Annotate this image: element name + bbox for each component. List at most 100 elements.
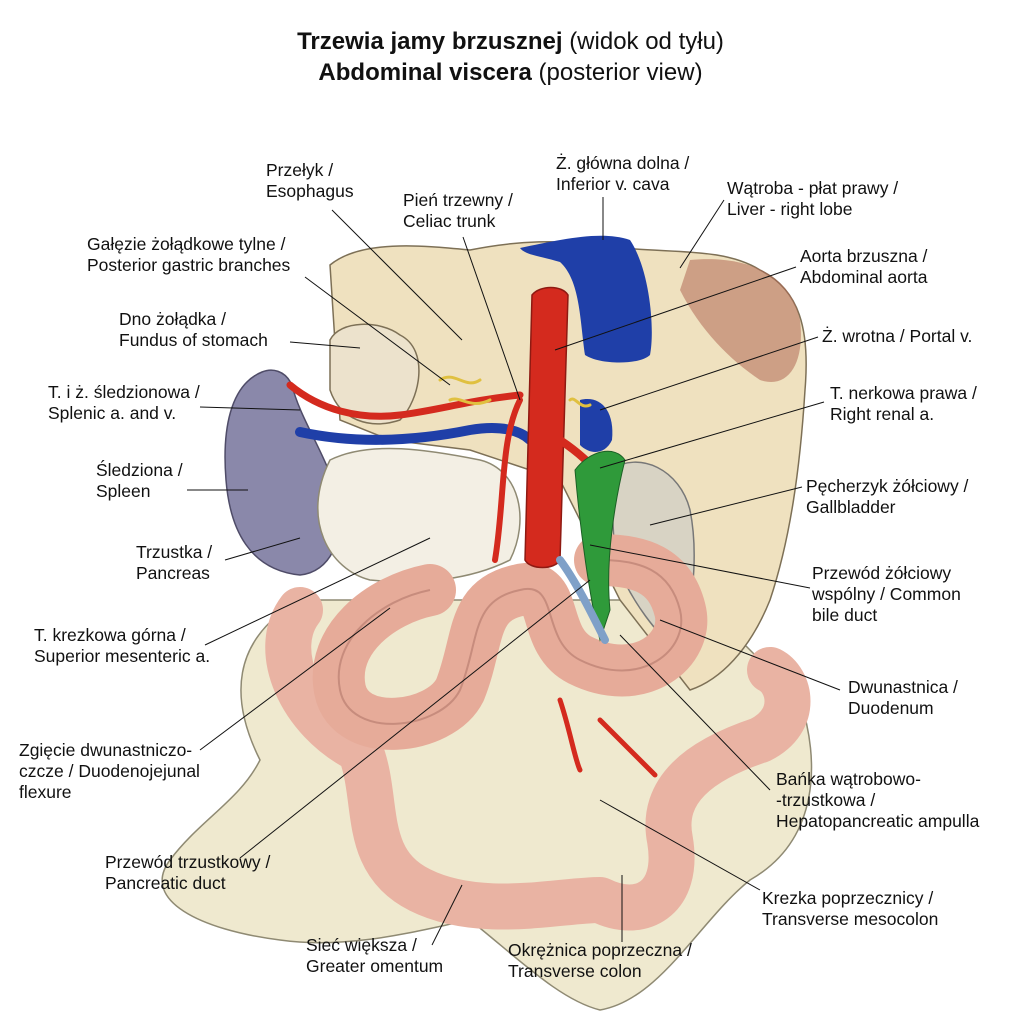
label-line: Śledziona /: [96, 460, 183, 480]
label-mesocolon: Krezka poprzecznicy / Transverse mesocol…: [762, 888, 938, 930]
label-line: Trzustka /: [136, 542, 213, 562]
label-duodenum: Dwunastnica / Duodenum: [848, 677, 958, 719]
label-line: bile duct: [812, 605, 878, 625]
label-bileduct: Przewód żółciowy wspólny / Common bile d…: [812, 563, 961, 626]
label-line: czcze / Duodenojejunal: [19, 761, 200, 781]
label-sma: T. krezkowa górna / Superior mesenteric …: [34, 625, 210, 667]
stomach-fundus-shape: [329, 323, 420, 425]
label-line: Right renal a.: [830, 404, 935, 424]
leader-omentum: [431, 884, 463, 946]
leader-portal: [599, 336, 819, 411]
abdominal-aorta-shape: [524, 286, 569, 569]
label-line: Pień trzewny /: [403, 190, 513, 210]
label-line: Pancreas: [136, 563, 210, 583]
label-line: Greater omentum: [306, 956, 444, 976]
transverse-colon-shape: [265, 587, 811, 931]
label-celiac: Pień trzewny / Celiac trunk: [403, 190, 513, 232]
label-line: Pancreatic duct: [105, 873, 226, 893]
celiac-branch-shape: [492, 397, 523, 563]
title-english: Abdominal viscera (posterior view): [0, 57, 1021, 88]
label-line: Okrężnica poprzeczna /: [508, 940, 692, 960]
label-gastric: Gałęzie żołądkowe tylne / Posterior gast…: [87, 234, 290, 276]
label-line: Krezka poprzecznicy /: [762, 888, 934, 908]
label-line: -trzustkowa /: [776, 790, 876, 810]
pancreas-shape: [317, 447, 521, 583]
label-line: T. krezkowa górna /: [34, 625, 186, 645]
label-fundus: Dno żołądka / Fundus of stomach: [119, 309, 268, 351]
label-line: Przewód żółciowy: [812, 563, 952, 583]
duodenum-outline: [337, 559, 683, 725]
label-line: Zgięcie dwunastniczo-: [19, 740, 193, 760]
liver-shading: [680, 259, 801, 382]
label-line: Pęcherzyk żółciowy /: [806, 476, 969, 496]
leader-gastric: [304, 276, 451, 386]
leader-splenic: [199, 406, 301, 411]
label-liver: Wątroba - płat prawy / Liver - right lob…: [727, 178, 898, 220]
label-esophagus: Przełyk / Esophagus: [266, 160, 354, 202]
title-english-sub: (posterior view): [538, 59, 703, 86]
label-line: Gałęzie żołądkowe tylne /: [87, 234, 286, 254]
leader-esophagus: [331, 209, 463, 341]
leader-flexure: [199, 607, 391, 751]
label-line: Bańka wątrobowo-: [776, 769, 921, 789]
leader-sma: [204, 537, 431, 646]
label-line: Przełyk /: [266, 160, 334, 180]
leader-mesocolon: [599, 799, 761, 891]
leader-celiac: [462, 236, 521, 401]
label-line: Splenic a. and v.: [48, 403, 177, 423]
pancreatic-duct-shape: [556, 556, 609, 644]
label-line: Liver - right lobe: [727, 199, 853, 219]
label-flexure: Zgięcie dwunastniczo- czcze / Duodenojej…: [19, 740, 200, 803]
label-line: T. nerkowa prawa /: [830, 383, 977, 403]
label-line: wspólny / Common: [812, 584, 961, 604]
leader-gallbladder: [649, 486, 803, 526]
label-colon: Okrężnica poprzeczna / Transverse colon: [508, 940, 692, 982]
label-line: Sieć większa /: [306, 935, 417, 955]
label-line: Przewód trzustkowy /: [105, 852, 271, 872]
figure-title: Trzewia jamy brzusznej (widok od tyłu) A…: [0, 26, 1021, 88]
label-line: Transverse mesocolon: [762, 909, 939, 929]
label-line: Ż. główna dolna /: [556, 153, 690, 173]
leader-pancduct: [239, 579, 591, 859]
label-line: Spleen: [96, 481, 151, 501]
leader-renal: [599, 401, 825, 469]
label-renal: T. nerkowa prawa / Right renal a.: [830, 383, 977, 425]
common-bile-duct-shape: [574, 450, 626, 642]
label-gallbladder: Pęcherzyk żółciowy / Gallbladder: [806, 476, 968, 518]
label-line: Posterior gastric branches: [87, 255, 291, 275]
label-line: Hepatopancreatic ampulla: [776, 811, 980, 831]
label-line: Wątroba - płat prawy /: [727, 178, 899, 198]
label-splenic: T. i ż. śledzionowa / Splenic a. and v.: [48, 382, 200, 424]
label-line: flexure: [19, 782, 72, 802]
label-line: T. i ż. śledzionowa /: [48, 382, 200, 402]
title-polish-main: Trzewia jamy brzusznej: [297, 28, 563, 55]
label-line: Duodenum: [848, 698, 934, 718]
sma-branches-shape: [557, 697, 658, 778]
leader-duodenum: [659, 619, 841, 691]
label-pancduct: Przewód trzustkowy / Pancreatic duct: [105, 852, 270, 894]
leader-liver: [679, 199, 725, 269]
title-english-main: Abdominal viscera: [318, 59, 532, 86]
leader-pancreas: [224, 537, 301, 561]
label-line: Abdominal aorta: [800, 267, 928, 287]
spleen-shape: [224, 369, 341, 576]
leader-bileduct: [589, 544, 811, 589]
leader-ampulla: [619, 634, 771, 791]
leader-lines: [187, 197, 841, 946]
label-line: Esophagus: [266, 181, 354, 201]
label-line: Celiac trunk: [403, 211, 496, 231]
leader-aorta: [554, 266, 797, 351]
label-line: Gallbladder: [806, 497, 896, 517]
inferior-vena-cava-shape: [520, 235, 652, 363]
label-line: Dwunastnica /: [848, 677, 958, 697]
label-omentum: Sieć większa / Greater omentum: [306, 935, 443, 977]
title-polish-sub: (widok od tyłu): [569, 28, 724, 55]
label-line: Inferior v. cava: [556, 174, 670, 194]
splenic-vein-shape: [295, 423, 535, 445]
posterior-gastric-branches-shape: [438, 375, 592, 408]
label-line: Ż. wrotna / Portal v.: [822, 326, 973, 346]
label-line: Superior mesenteric a.: [34, 646, 211, 666]
label-aorta: Aorta brzuszna / Abdominal aorta: [800, 246, 927, 288]
splenic-artery-shape: [286, 381, 524, 420]
